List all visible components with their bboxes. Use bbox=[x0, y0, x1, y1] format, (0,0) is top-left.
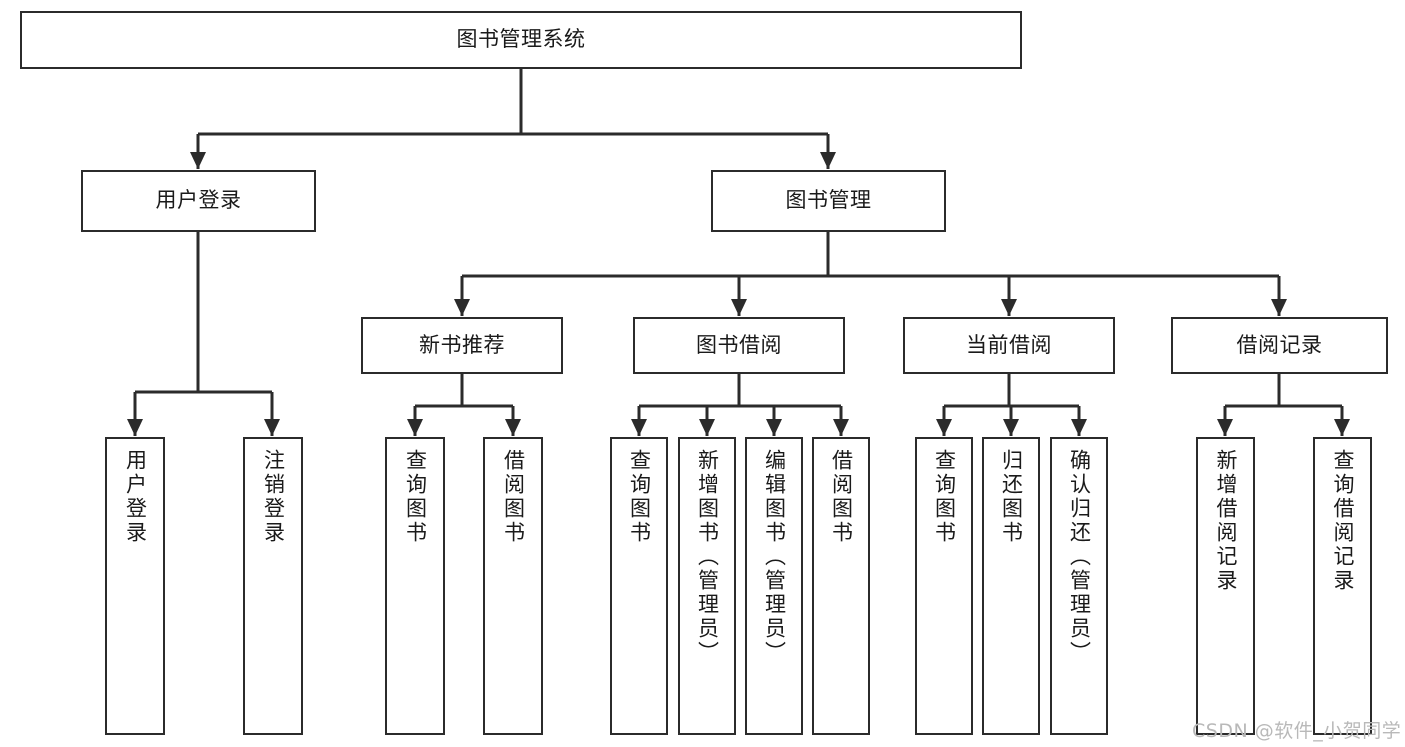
arrowhead-borrow-to-leaves-0 bbox=[631, 419, 647, 436]
arrowhead-bookmgmt-to-level3-3 bbox=[1271, 299, 1287, 316]
node-label-login: 用户登录 bbox=[155, 188, 242, 213]
node-leaf-borrow-book-1[interactable]: 借阅图书 bbox=[483, 437, 543, 735]
arrowhead-current-to-leaves-1 bbox=[1003, 419, 1019, 436]
node-bookmgmt[interactable]: 图书管理 bbox=[711, 170, 946, 232]
node-label-leaf-query-book-2: 查询图书 bbox=[627, 449, 652, 545]
node-label-leaf-borrow-book-2: 借阅图书 bbox=[829, 449, 854, 545]
arrowhead-newbook-to-leaves-1 bbox=[505, 419, 521, 436]
arrowhead-borrow-to-leaves-1 bbox=[699, 419, 715, 436]
node-label-leaf-query-book-3: 查询图书 bbox=[932, 449, 957, 545]
node-label-leaf-query-book-1: 查询图书 bbox=[403, 449, 428, 545]
node-borrow[interactable]: 图书借阅 bbox=[633, 317, 845, 374]
node-leaf-add-book[interactable]: 新增图书（管理员） bbox=[678, 437, 736, 735]
arrowhead-bookmgmt-to-level3-1 bbox=[731, 299, 747, 316]
arrowhead-records-to-leaves-1 bbox=[1334, 419, 1350, 436]
node-leaf-user-login[interactable]: 用户登录 bbox=[105, 437, 165, 735]
node-leaf-return-book[interactable]: 归还图书 bbox=[982, 437, 1040, 735]
node-leaf-borrow-book-2[interactable]: 借阅图书 bbox=[812, 437, 870, 735]
node-leaf-add-record[interactable]: 新增借阅记录 bbox=[1196, 437, 1255, 735]
node-leaf-query-book-1[interactable]: 查询图书 bbox=[385, 437, 445, 735]
node-newbook[interactable]: 新书推荐 bbox=[361, 317, 563, 374]
arrowhead-bookmgmt-to-level3-0 bbox=[454, 299, 470, 316]
node-label-borrow: 图书借阅 bbox=[696, 332, 782, 357]
node-label-current: 当前借阅 bbox=[966, 332, 1052, 357]
arrowhead-borrow-to-leaves-3 bbox=[833, 419, 849, 436]
arrowhead-newbook-to-leaves-0 bbox=[407, 419, 423, 436]
arrowhead-current-to-leaves-0 bbox=[936, 419, 952, 436]
node-leaf-query-book-2[interactable]: 查询图书 bbox=[610, 437, 668, 735]
node-label-newbook: 新书推荐 bbox=[419, 332, 505, 357]
node-label-leaf-borrow-book-1: 借阅图书 bbox=[501, 449, 526, 545]
node-leaf-query-record[interactable]: 查询借阅记录 bbox=[1313, 437, 1372, 735]
arrowhead-records-to-leaves-0 bbox=[1217, 419, 1233, 436]
node-label-leaf-return-book: 归还图书 bbox=[999, 449, 1024, 545]
node-leaf-logout[interactable]: 注销登录 bbox=[243, 437, 303, 735]
node-leaf-query-book-3[interactable]: 查询图书 bbox=[915, 437, 973, 735]
node-records[interactable]: 借阅记录 bbox=[1171, 317, 1388, 374]
arrowhead-login-to-leaves-0 bbox=[127, 419, 143, 436]
node-current[interactable]: 当前借阅 bbox=[903, 317, 1115, 374]
node-label-leaf-query-record: 查询借阅记录 bbox=[1331, 449, 1355, 593]
node-label-leaf-edit-book: 编辑图书（管理员） bbox=[762, 449, 787, 665]
node-label-records: 借阅记录 bbox=[1236, 332, 1323, 357]
node-login[interactable]: 用户登录 bbox=[81, 170, 316, 232]
node-leaf-edit-book[interactable]: 编辑图书（管理员） bbox=[745, 437, 803, 735]
node-label-leaf-logout: 注销登录 bbox=[261, 449, 286, 545]
node-label-leaf-user-login: 用户登录 bbox=[123, 449, 148, 545]
node-label-leaf-add-book: 新增图书（管理员） bbox=[695, 449, 720, 665]
arrowhead-root-to-level2-1 bbox=[820, 152, 836, 169]
arrowhead-borrow-to-leaves-2 bbox=[766, 419, 782, 436]
arrowhead-current-to-leaves-2 bbox=[1071, 419, 1087, 436]
node-label-bookmgmt: 图书管理 bbox=[785, 188, 872, 213]
node-label-root: 图书管理系统 bbox=[456, 27, 586, 52]
arrowhead-login-to-leaves-1 bbox=[264, 419, 280, 436]
node-leaf-confirm-return[interactable]: 确认归还（管理员） bbox=[1050, 437, 1108, 735]
node-label-leaf-confirm-return: 确认归还（管理员） bbox=[1067, 449, 1092, 665]
node-root[interactable]: 图书管理系统 bbox=[20, 11, 1022, 69]
arrowhead-bookmgmt-to-level3-2 bbox=[1001, 299, 1017, 316]
node-label-leaf-add-record: 新增借阅记录 bbox=[1214, 449, 1238, 593]
arrowhead-root-to-level2-0 bbox=[190, 152, 206, 169]
